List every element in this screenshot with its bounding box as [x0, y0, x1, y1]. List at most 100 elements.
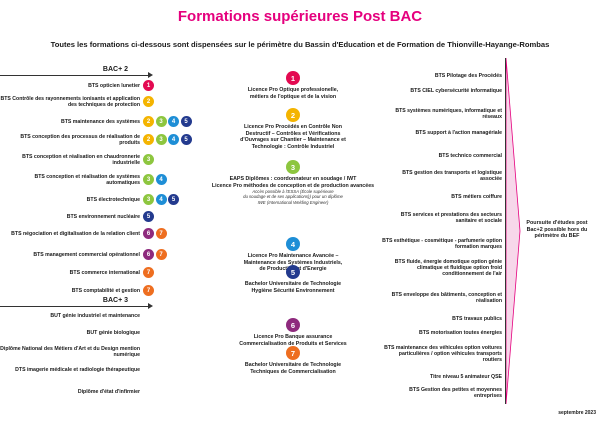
- section-bac2-line: [0, 75, 150, 76]
- number-badge-1: 1: [286, 71, 300, 85]
- right-item-label: Titre niveau 5 animateur QSE: [430, 374, 502, 380]
- number-badge-5: 5: [286, 265, 300, 279]
- right-item-label: BTS support à l'action managériale: [415, 130, 502, 136]
- center-item-note: du soudage et de ses applications)) pour…: [243, 194, 343, 200]
- number-badge-3: 3: [143, 174, 154, 185]
- number-badge-7: 7: [155, 249, 167, 260]
- number-badge-4: 4: [286, 237, 300, 251]
- center-item-line: Hygiène Sécurité Environnement: [251, 287, 335, 294]
- number-badge-6: 6: [286, 318, 300, 332]
- center-item-line: Licence Pro Maintenance Avancée –: [247, 253, 339, 259]
- center-item-line: Techniques de Commercialisation: [250, 368, 336, 375]
- center-item-line: Licence Pro Banque assurance: [253, 334, 333, 340]
- badge-group: 3: [143, 154, 154, 165]
- bac3-row-label: BUT génie industriel et maintenance: [50, 313, 140, 319]
- number-badge-5: 5: [143, 211, 154, 222]
- badge-group: 5: [143, 211, 154, 222]
- number-badge-7: 7: [155, 228, 167, 239]
- number-badge-5: 5: [180, 116, 192, 127]
- number-badge-3: 3: [143, 194, 154, 205]
- bac2-row-label: BTS conception et réalisation de système…: [34, 173, 140, 186]
- bac2-row-label: BTS conception et réalisation en chaudro…: [22, 153, 140, 166]
- center-item-line: Technologie : Contrôle Industriel: [251, 143, 335, 150]
- right-item-label: BTS enveloppe des bâtiments, conception …: [391, 292, 502, 305]
- bac2-row-label: BTS comptabilité et gestion: [71, 287, 140, 294]
- poursuite-note: Poursuite d'études post Bac+2 possible h…: [526, 220, 588, 240]
- right-item-label: BTS motorisation toutes énergies: [418, 330, 502, 336]
- number-badge-2: 2: [286, 108, 300, 122]
- number-badge-6: 6: [143, 228, 154, 239]
- center-item-line: EAPS Diplômes : coordonnateur en soudage…: [229, 176, 357, 182]
- center-item-line: Licence Pro méthodes de conception et de…: [211, 182, 375, 189]
- center-item-line: métiers de l'optique et de la vision: [249, 93, 337, 100]
- center-item-note: IWE (International Welding Engineer): [257, 199, 329, 205]
- number-badge-3: 3: [155, 134, 167, 145]
- bac3-row-label: BUT génie biologique: [86, 330, 140, 336]
- bac2-row-label: BTS négociation et digitalisation de la …: [11, 230, 140, 237]
- number-badge-6: 6: [143, 249, 154, 260]
- right-item-label: BTS CIEL cybersécurité informatique: [410, 88, 502, 94]
- number-badge-3: 3: [155, 116, 167, 127]
- arrow-right-icon: [148, 72, 153, 78]
- center-item-line: Destructif – Contrôles et Vérifications: [245, 130, 341, 137]
- bracket-line: [505, 58, 506, 404]
- number-badge-7: 7: [143, 285, 154, 296]
- right-item-label: BTS systèmes numériques, informatique et…: [395, 108, 502, 121]
- number-badge-5: 5: [168, 194, 179, 205]
- center-item-line: Licence Pro Procédés en Contrôle Non: [243, 124, 343, 130]
- bac2-row-label: BTS électrotechnique: [86, 196, 140, 203]
- section-bac3-label: BAC+ 3: [102, 297, 128, 304]
- right-item-label: BTS esthétique - cosmétique - parfumerie…: [382, 238, 502, 251]
- number-badge-7: 7: [143, 267, 154, 278]
- center-item-line: d'Ouvrages sur Chantier – Maintenance et: [240, 137, 346, 144]
- page-title: Formations supérieures Post BAC: [177, 8, 423, 25]
- number-badge-2: 2: [143, 96, 154, 107]
- bac2-row-label: BTS management commercial opérationnel: [33, 251, 140, 258]
- number-badge-3: 3: [143, 154, 154, 165]
- center-item-note: Accès possible à l'ESSA (École supérieur…: [252, 189, 334, 195]
- number-badge-2: 2: [143, 116, 154, 127]
- section-bac3-line: [0, 306, 150, 307]
- bac3-row-label: Diplôme National des Métiers d'Art et du…: [0, 346, 140, 359]
- number-badge-5: 5: [180, 134, 192, 145]
- badge-group: 1: [143, 80, 154, 91]
- bac3-row-label: Diplôme d'état d'infirmier: [77, 389, 140, 395]
- bac2-row-label: BTS opticien lunetier: [88, 82, 140, 89]
- date-label: septembre 2023: [558, 410, 596, 416]
- badge-group: 7: [143, 267, 154, 278]
- number-badge-2: 2: [143, 134, 154, 145]
- chevron-bracket-icon: [506, 58, 521, 404]
- bac2-row-label: BTS maintenance des systèmes: [60, 118, 140, 125]
- number-badge-7: 7: [286, 346, 300, 360]
- center-item-line: Bachelor Universitaire de Technologie: [244, 362, 342, 368]
- right-item-label: BTS services et prestations des secteurs…: [400, 212, 502, 225]
- center-item-line: Bachelor Universitaire de Technologie: [244, 281, 342, 287]
- right-item-label: BTS gestion des transports et logistique…: [402, 170, 502, 183]
- bac2-row-label: BTS environnement nucléaire: [66, 213, 140, 220]
- page-subtitle: Toutes les formations ci-dessous sont di…: [50, 40, 550, 49]
- right-item-label: BTS technico commercial: [438, 153, 502, 159]
- number-badge-1: 1: [143, 80, 154, 91]
- badge-group: 7: [143, 285, 154, 296]
- right-item-label: BTS maintenance des véhicules option voi…: [384, 345, 502, 364]
- bac2-row-label: BTS Contrôle des rayonnements ionisants …: [0, 95, 140, 108]
- number-badge-4: 4: [155, 194, 167, 205]
- center-item-line: Maintenance des Systèmes Industriels,: [243, 259, 343, 266]
- section-bac2-label: BAC+ 2: [102, 66, 128, 73]
- number-badge-3: 3: [286, 160, 300, 174]
- badge-group: 2: [143, 96, 154, 107]
- arrow-right-icon: [148, 303, 153, 309]
- right-item-label: BTS fluide, énergie domotique option gén…: [394, 259, 502, 278]
- right-item-label: BTS métiers coiffure: [451, 194, 502, 200]
